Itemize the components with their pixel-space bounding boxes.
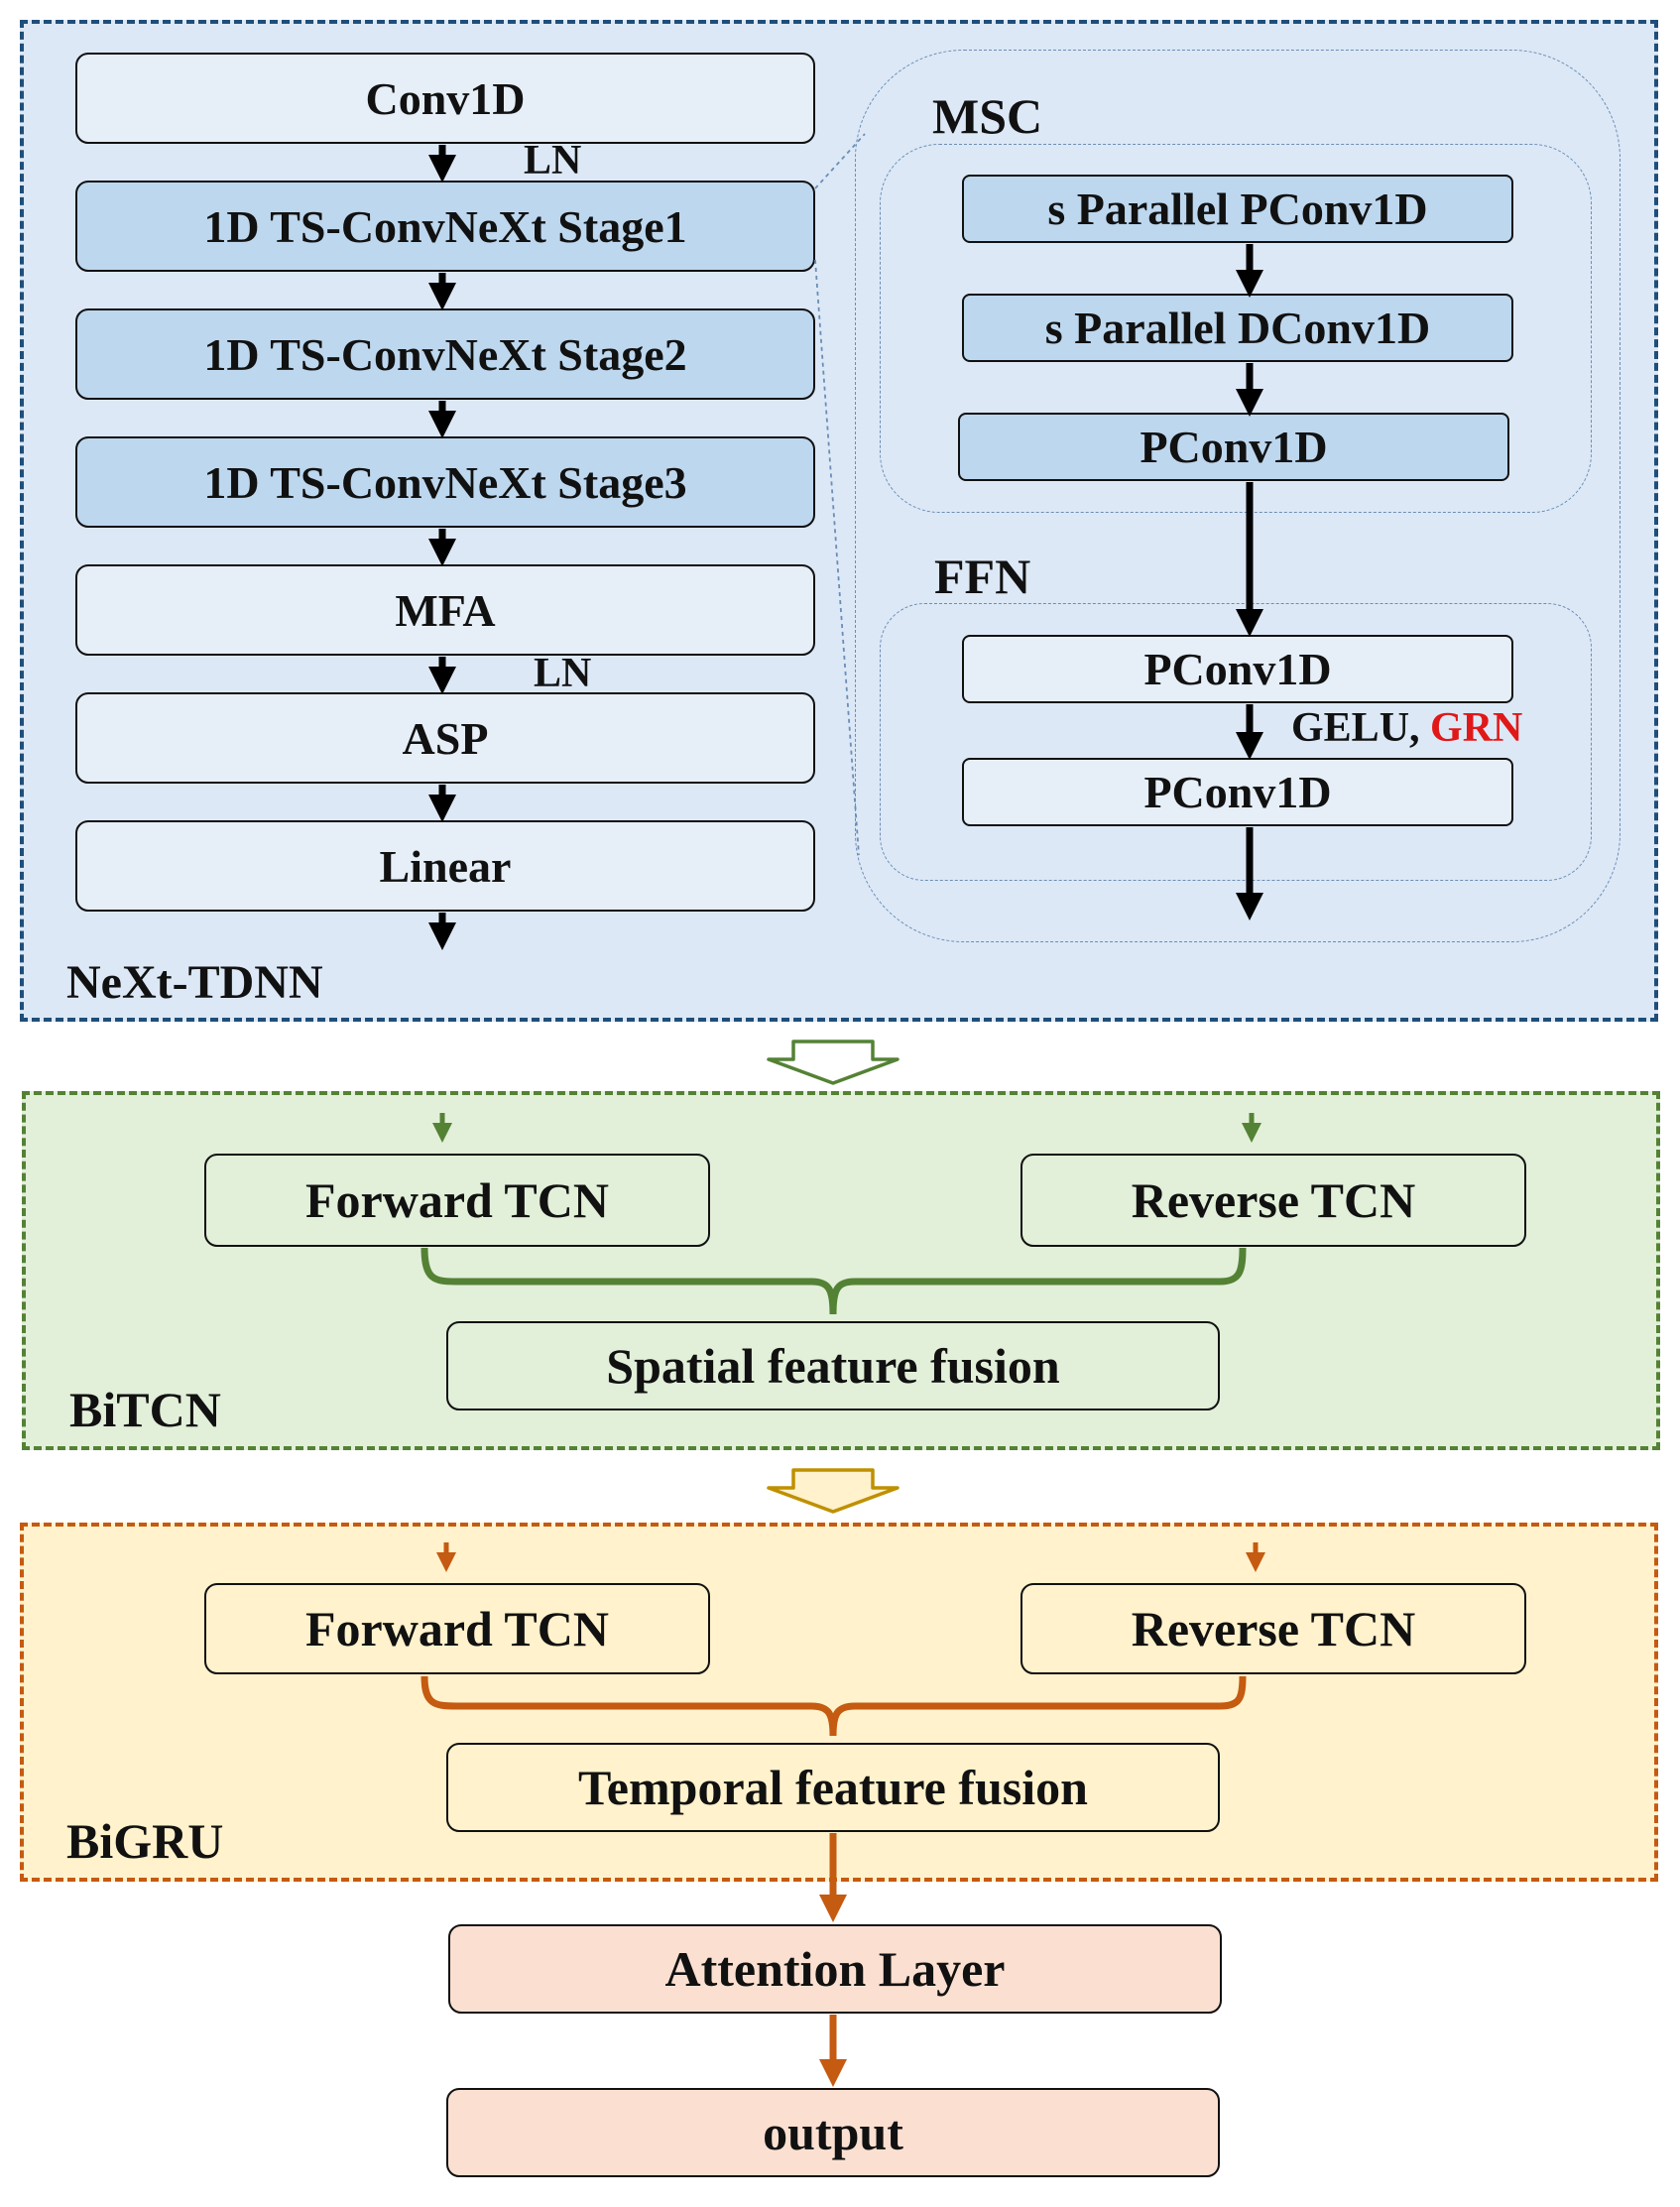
- hollow-arrow-bitcn-to-bigru: [767, 1468, 900, 1514]
- linear-box: Linear: [75, 820, 815, 912]
- asp-box: ASP: [75, 692, 815, 784]
- parallel-dconv-box: s Parallel DConv1D: [962, 294, 1513, 362]
- output-label: output: [763, 2105, 903, 2160]
- parallel-pconv-label: s Parallel PConv1D: [1047, 184, 1428, 234]
- bitcn-forward-box: Forward TCN: [204, 1154, 710, 1247]
- bigru-forward-box: Forward TCN: [204, 1583, 710, 1674]
- bigru-reverse-label: Reverse TCN: [1131, 1601, 1416, 1656]
- bitcn-reverse-label: Reverse TCN: [1131, 1172, 1416, 1228]
- parallel-pconv-box: s Parallel PConv1D: [962, 175, 1513, 243]
- ffn-label: FFN: [934, 549, 1031, 604]
- gelu-label: GELU, GRN: [1291, 704, 1522, 752]
- ffn-pconv-label-1: PConv1D: [1143, 644, 1332, 694]
- bitcn-forward-label: Forward TCN: [304, 1172, 609, 1228]
- bitcn-reverse-box: Reverse TCN: [1020, 1154, 1526, 1247]
- stage1-box: 1D TS-ConvNeXt Stage1: [75, 181, 815, 272]
- conv1d-label: Conv1D: [365, 72, 526, 124]
- msc-group: [880, 144, 1592, 513]
- mfa-label: MFA: [395, 584, 496, 636]
- bigru-reverse-box: Reverse TCN: [1020, 1583, 1526, 1674]
- ffn-group: [880, 603, 1592, 881]
- bigru-forward-label: Forward TCN: [304, 1601, 609, 1656]
- conv1d-box: Conv1D: [75, 53, 815, 144]
- bigru-label: BiGRU: [66, 1813, 224, 1869]
- spatial-fusion-box: Spatial feature fusion: [446, 1321, 1220, 1410]
- next-tdnn-label: NeXt-TDNN: [66, 956, 323, 1009]
- spatial-fusion-label: Spatial feature fusion: [606, 1338, 1060, 1394]
- asp-label: ASP: [402, 712, 489, 764]
- parallel-dconv-label: s Parallel DConv1D: [1044, 303, 1431, 353]
- temporal-fusion-box: Temporal feature fusion: [446, 1743, 1220, 1832]
- stage2-box: 1D TS-ConvNeXt Stage2: [75, 308, 815, 400]
- mfa-box: MFA: [75, 564, 815, 656]
- stage3-box: 1D TS-ConvNeXt Stage3: [75, 436, 815, 528]
- attention-layer-box: Attention Layer: [448, 1924, 1222, 2014]
- grn-text: GRN: [1430, 705, 1523, 751]
- stage3-label: 1D TS-ConvNeXt Stage3: [203, 456, 687, 508]
- ffn-pconv-box-1: PConv1D: [962, 635, 1513, 703]
- stage1-label: 1D TS-ConvNeXt Stage1: [203, 200, 687, 252]
- linear-label: Linear: [379, 840, 512, 892]
- hollow-arrow-next-to-bitcn: [767, 1040, 900, 1085]
- temporal-fusion-label: Temporal feature fusion: [578, 1760, 1088, 1815]
- attention-layer-label: Attention Layer: [664, 1941, 1006, 1997]
- msc-pconv-label: PConv1D: [1140, 422, 1328, 472]
- bitcn-label: BiTCN: [69, 1382, 221, 1437]
- output-box: output: [446, 2088, 1220, 2177]
- msc-pconv-box: PConv1D: [958, 413, 1509, 481]
- ln-label-2: LN: [534, 651, 592, 696]
- ffn-pconv-label-2: PConv1D: [1143, 767, 1332, 817]
- stage2-label: 1D TS-ConvNeXt Stage2: [203, 328, 687, 380]
- msc-label: MSC: [932, 88, 1043, 144]
- ln-label-1: LN: [524, 138, 582, 184]
- gelu-text: GELU,: [1291, 705, 1420, 751]
- ffn-pconv-box-2: PConv1D: [962, 758, 1513, 826]
